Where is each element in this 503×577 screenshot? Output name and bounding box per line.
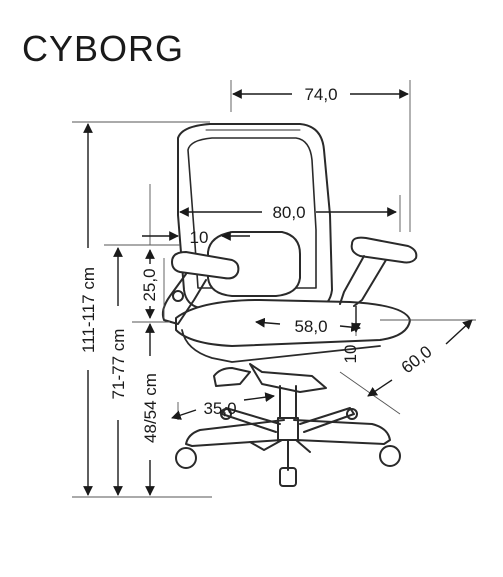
left-armrest-post (161, 273, 207, 325)
seat-cushion (175, 299, 411, 347)
label-depth: 60,0 (398, 342, 436, 377)
label-base-radius: 35,0 (203, 399, 236, 418)
label-overall-width: 74,0 (304, 85, 337, 104)
seat-mechanism (213, 363, 327, 393)
label-seat-adjust: 10 (341, 345, 360, 364)
backrest-mesh (187, 137, 317, 289)
label-armrest-floor-height: 71-77 cm (109, 329, 128, 400)
label-back-width: 80,0 (272, 203, 305, 222)
chair-illustration (161, 123, 418, 487)
extension-lines (72, 80, 476, 498)
dimension-labels: 74,0 80,0 10 25,0 58,0 10 60,0 35,0 111-… (79, 85, 436, 443)
right-armrest-pad (350, 236, 418, 264)
right-armrest-post (339, 255, 387, 307)
dimension-arrows (83, 89, 473, 496)
star-base (185, 407, 391, 471)
seat-side (181, 329, 381, 363)
product-title: CYBORG (22, 28, 185, 69)
label-armrest-adjust: 10 (190, 228, 209, 247)
label-seat-width: 58,0 (294, 317, 327, 336)
label-total-height: 111-117 cm (79, 267, 98, 353)
label-seat-height: 48/54 cm (141, 373, 160, 443)
label-armrest-height: 25,0 (140, 268, 159, 301)
backrest-frame (177, 123, 333, 309)
caster-wheels (175, 408, 401, 487)
armrest-knob (172, 290, 184, 302)
left-armrest-pad (171, 251, 240, 280)
